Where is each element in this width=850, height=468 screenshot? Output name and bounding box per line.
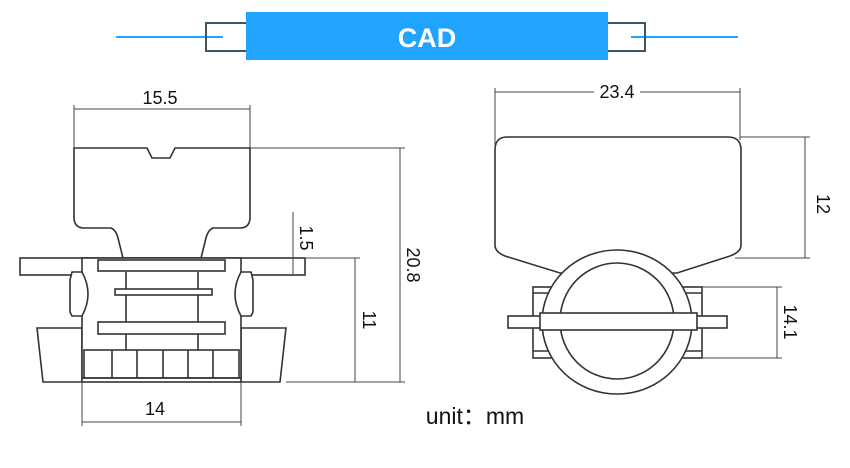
banner-title: CAD: [398, 23, 457, 53]
right-skirt: [240, 327, 287, 383]
left-skirt: [36, 327, 83, 383]
teeth-row: [83, 349, 240, 379]
dim-base-width: 14: [145, 399, 165, 419]
dim-body-height: 14.1: [780, 304, 800, 339]
body-slot: [114, 288, 213, 296]
seal-head: [73, 147, 251, 259]
front-view: 15.5 14 1.5 11 20.8: [19, 88, 423, 426]
left-bump: [69, 271, 89, 317]
unit-label: unit：mm: [426, 403, 524, 429]
dim-flange-thickness: 1.5: [296, 225, 316, 250]
dim-plate-width: 23.4: [599, 82, 634, 102]
body-slot: [97, 259, 226, 272]
teeth-dividers: [111, 350, 214, 378]
body-slot: [97, 321, 226, 335]
dim-head-width: 15.5: [142, 88, 177, 108]
dim-label-bg: [594, 82, 640, 100]
front-dimension-lines: [73, 105, 405, 426]
side-view: 23.4 12 14.1: [494, 82, 833, 395]
banner-bar: [246, 12, 608, 60]
dim-plate-height: 12: [813, 194, 833, 214]
dim-body-height: 11: [359, 311, 379, 330]
right-bump: [234, 271, 254, 317]
cad-banner: CAD: [116, 12, 738, 60]
dim-total-height: 20.8: [403, 247, 423, 282]
center-bar: [539, 312, 698, 331]
